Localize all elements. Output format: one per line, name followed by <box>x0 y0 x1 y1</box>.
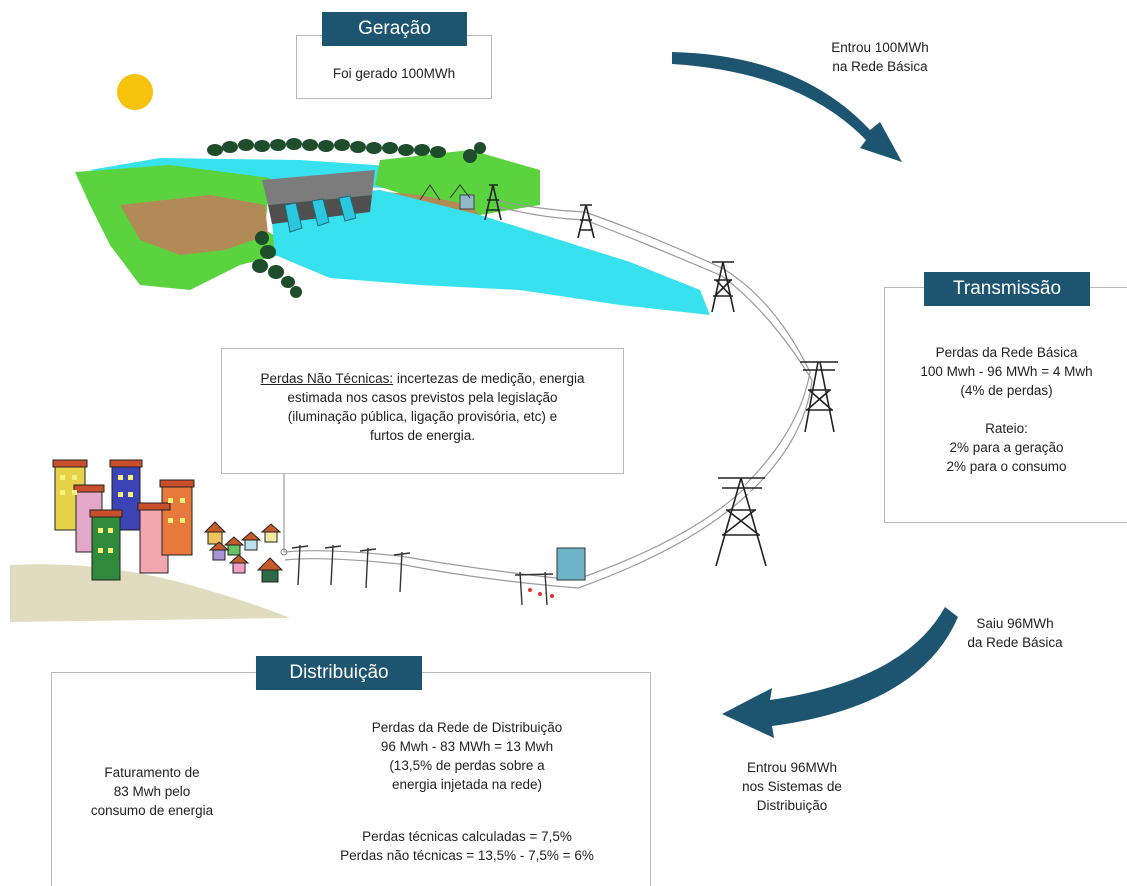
distribution-poles <box>291 544 554 606</box>
arrow-top-label: Entrou 100MWh na Rede Básica <box>831 40 929 74</box>
arrow-right-out-label: Saiu 96MWh da Rede Básica <box>967 616 1063 650</box>
distribution-losses-text: Perdas da Rede de Distribuição 96 Mwh - … <box>371 720 563 792</box>
non-technical-losses-box: Perdas Não Técnicas: incertezas de mediç… <box>221 348 624 474</box>
transmission-text: Perdas da Rede Básica 100 Mwh - 96 MWh =… <box>920 345 1093 474</box>
distribution-tag: Distribuição <box>256 656 422 690</box>
arrow-generation-to-transmission <box>672 52 902 162</box>
generation-tag: Geração <box>322 12 467 46</box>
substation-icon <box>556 547 586 581</box>
generation-text: Foi gerado 100MWh <box>332 66 456 81</box>
non-technical-losses-text: Perdas Não Técnicas: incertezas de mediç… <box>260 371 585 443</box>
town-ground <box>10 564 290 622</box>
sun-icon <box>117 74 153 110</box>
pylon-icon <box>484 184 838 567</box>
hydroelectric-dam-illustration <box>75 138 710 315</box>
transmission-box: Perdas da Rede Básica 100 Mwh - 96 MWh =… <box>884 287 1127 523</box>
distribution-box: Perdas da Rede de Distribuição 96 Mwh - … <box>51 672 651 886</box>
arrow-right-in-label: Entrou 96MWh nos Sistemas de Distribuiçã… <box>742 760 842 813</box>
arrow-transmission-to-distribution <box>722 607 958 738</box>
distribution-technical-losses-text: Perdas técnicas calculadas = 7,5% Perdas… <box>340 829 594 863</box>
transmission-tag: Transmissão <box>924 272 1090 306</box>
houses-illustration <box>203 521 284 583</box>
billing-text: Faturamento de 83 Mwh pelo consumo de en… <box>90 765 214 818</box>
city-buildings-illustration <box>52 459 195 581</box>
non-technical-losses-heading: Perdas Não Técnicas: <box>260 371 394 386</box>
